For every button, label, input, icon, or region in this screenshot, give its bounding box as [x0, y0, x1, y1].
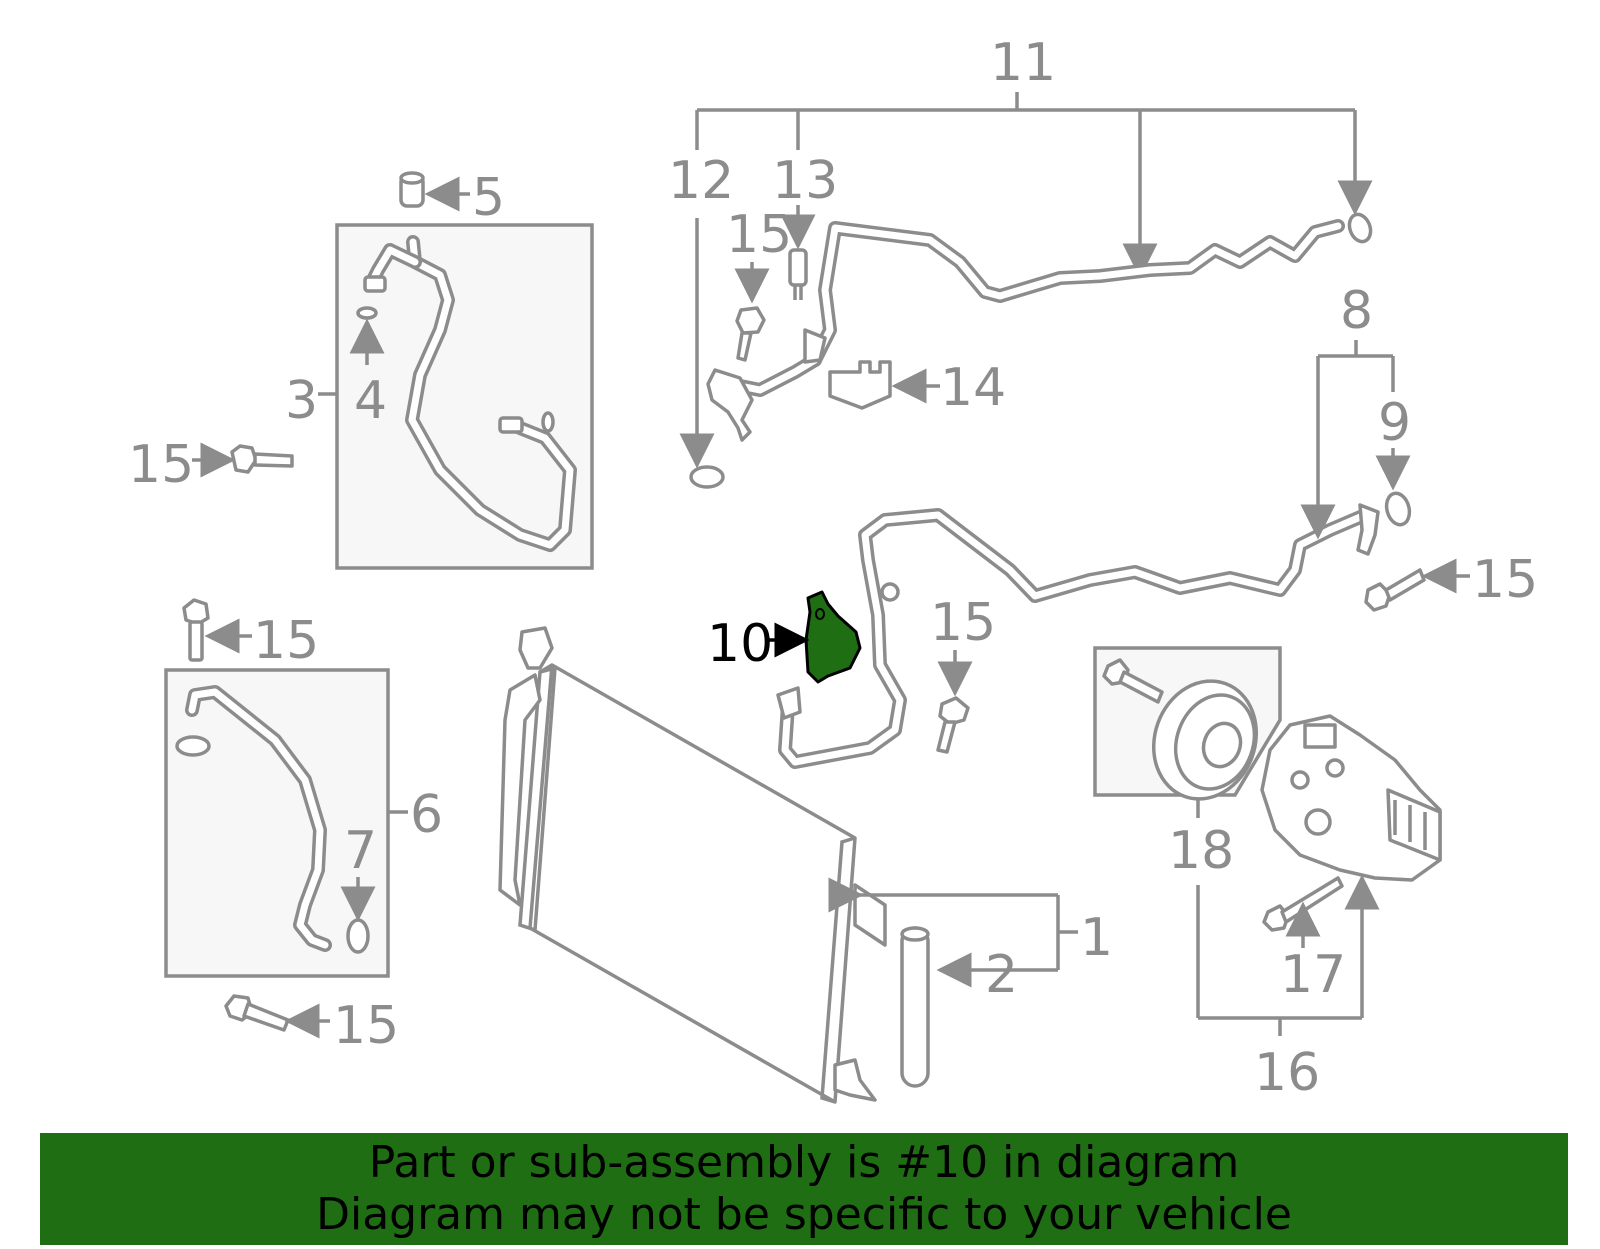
callout-8-bracket — [1300, 340, 1395, 540]
callout-label-4: 4 — [354, 371, 387, 431]
bolt-15d-icon — [224, 994, 290, 1032]
callout-label-15f: 15 — [930, 593, 996, 653]
highlighted-part-10-icon — [804, 590, 862, 684]
banner-line-1: Part or sub-assembly is #10 in diagram — [368, 1137, 1240, 1188]
callout-label-12: 12 — [668, 151, 734, 211]
callout-label-15b: 15 — [128, 435, 194, 495]
banner-line-2: Diagram may not be specific to your vehi… — [316, 1189, 1292, 1240]
callout-label-1: 1 — [1080, 908, 1113, 968]
callout-label-2: 2 — [985, 945, 1018, 1005]
condenser-1-icon — [498, 626, 887, 1104]
receiver-drier-2-icon — [900, 926, 930, 1088]
cap-5-icon — [399, 171, 425, 208]
callout-16-bracket — [1196, 874, 1380, 1036]
bolt-15e-icon — [1364, 568, 1426, 612]
callout-11-bracket — [695, 92, 1373, 279]
bolt-15f-icon — [936, 696, 970, 754]
pressure-switch-13-icon — [788, 248, 808, 300]
callout-label-15e: 15 — [1472, 550, 1538, 610]
callout-label-11: 11 — [990, 33, 1056, 93]
callout-label-6: 6 — [410, 785, 443, 845]
callout-label-10: 10 — [707, 614, 773, 674]
bolt-15c-icon — [182, 598, 210, 662]
callout-label-8: 8 — [1340, 281, 1373, 341]
liquid-hose-6-icon — [175, 685, 332, 952]
callout-label-14: 14 — [940, 358, 1006, 418]
o-ring-7-icon — [346, 918, 370, 954]
suction-line-11-icon — [706, 219, 1345, 442]
callout-label-15d: 15 — [333, 996, 399, 1056]
callout-label-5: 5 — [472, 168, 505, 228]
callout-label-16: 16 — [1254, 1043, 1320, 1103]
bracket-14-icon — [828, 360, 892, 410]
bolt-15a-icon — [735, 306, 766, 362]
o-ring-12-icon — [689, 465, 725, 489]
callout-1-bracket — [828, 877, 1078, 988]
o-ring-11-icon — [1347, 212, 1373, 244]
clutch-18-icon — [1102, 658, 1259, 801]
info-banner: Part or sub-assembly is #10 in diagram D… — [40, 1133, 1568, 1245]
callout-label-15a: 15 — [726, 205, 792, 265]
callout-label-9: 9 — [1378, 393, 1411, 453]
o-ring-9-icon — [1384, 491, 1412, 527]
callout-label-13: 13 — [772, 151, 838, 211]
bolt-15b-icon — [230, 444, 294, 474]
liquid-line-8-icon — [776, 503, 1380, 769]
callout-label-3: 3 — [285, 371, 318, 431]
discharge-hose-3-icon — [363, 235, 577, 552]
callout-label-7: 7 — [344, 821, 377, 881]
callout-label-18: 18 — [1168, 821, 1234, 881]
callout-label-15c: 15 — [253, 611, 319, 671]
compressor-16-icon — [1260, 714, 1442, 882]
o-ring-4-icon — [356, 306, 378, 320]
callout-label-17: 17 — [1280, 945, 1346, 1005]
